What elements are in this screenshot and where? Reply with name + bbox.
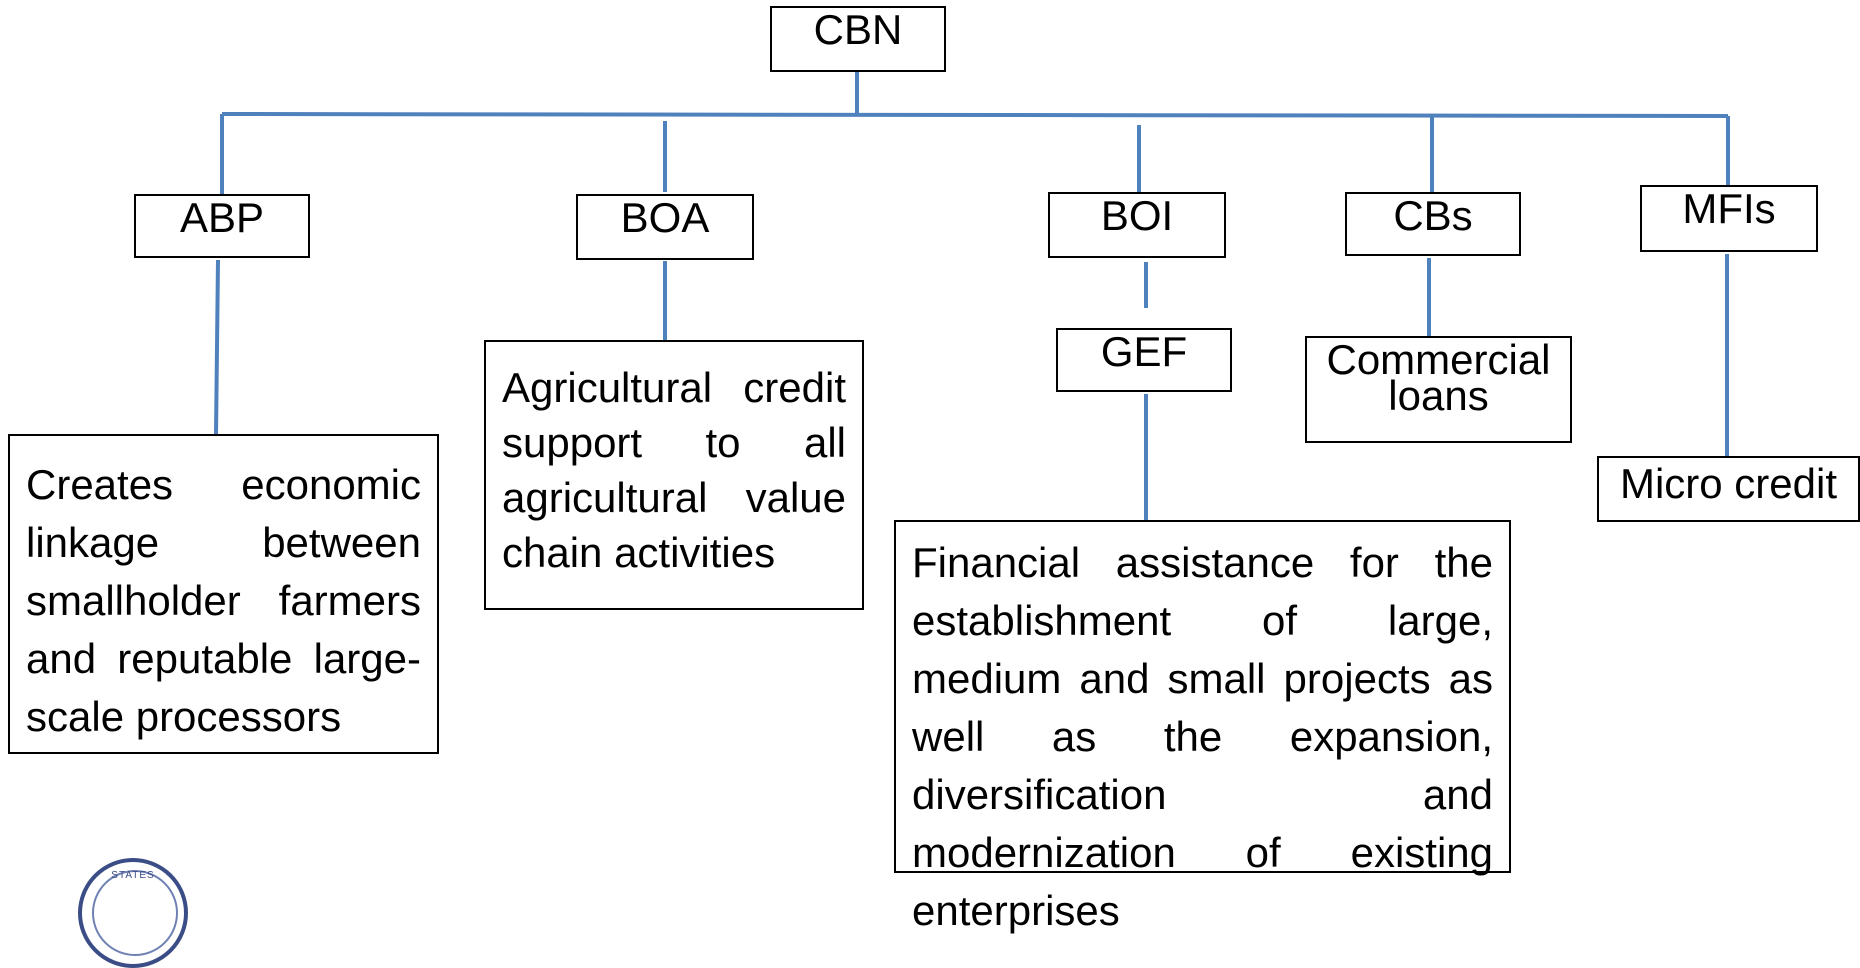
gef-description-box: Financial assistance for the establishme… [894, 520, 1511, 934]
cbn-node: CBN [770, 6, 946, 72]
abp-label: ABP [179, 194, 265, 241]
cbs-label: CBs [1393, 192, 1473, 239]
abp-description-box: Creates economic linkage between smallho… [8, 434, 439, 754]
boi-node: BOI [1048, 192, 1226, 258]
org-chart: CBN ABP BOA BOI CBs MFIs GEF Creates eco… [8, 6, 1860, 968]
mfis-label: MFIs [1682, 185, 1776, 232]
seal-inner-ring [92, 870, 178, 956]
mfis-node: MFIs [1640, 185, 1818, 252]
boa-description-box: Agricultural credit support to all agric… [484, 340, 864, 610]
boi-label: BOI [1100, 192, 1174, 239]
gef-label: GEF [1100, 328, 1188, 375]
gef-description: Financial assistance for the establishme… [912, 539, 1493, 934]
boa-node: BOA [576, 194, 754, 260]
horizontal-bus-line [221, 112, 1729, 118]
gef-node: GEF [1056, 328, 1232, 392]
mfis-description-box: Micro credit [1597, 456, 1860, 522]
abp-desc-line [214, 259, 220, 435]
cbs-description-box: Commercial loans [1305, 336, 1572, 443]
mfis-description: Micro credit [1619, 460, 1838, 507]
connector-lines [214, 72, 1730, 520]
cbn-label: CBN [813, 6, 903, 53]
cbs-description: Commercial loans [1326, 336, 1551, 419]
seal-logo: STATES [78, 858, 188, 968]
boa-label: BOA [620, 194, 710, 241]
abp-node: ABP [134, 194, 310, 258]
abp-description: Creates economic linkage between smallho… [26, 461, 421, 740]
seal-text: STATES [111, 870, 155, 881]
cbs-node: CBs [1345, 192, 1521, 256]
boa-description: Agricultural credit support to all agric… [502, 364, 846, 576]
